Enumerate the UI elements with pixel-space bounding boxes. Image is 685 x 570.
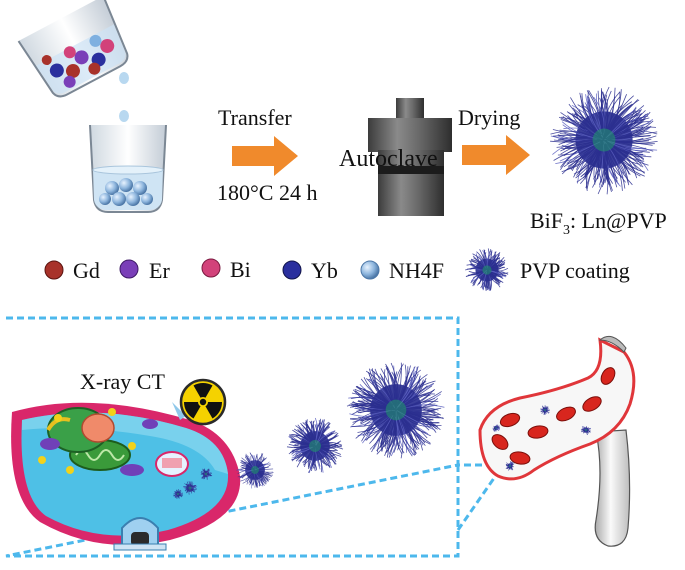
internalized-particle-3 xyxy=(173,489,184,499)
vessel-wall xyxy=(478,337,636,481)
legend-label-bi: Bi xyxy=(230,257,251,282)
product-label: BiF3: Ln@PVP xyxy=(530,208,667,238)
precursor-balls xyxy=(41,34,115,88)
legend-label-pvp: PVP coating xyxy=(520,258,630,283)
imaging-label: X-ray CT xyxy=(80,369,165,394)
circulating-particle-1 xyxy=(540,405,550,415)
transfer-arrow xyxy=(232,136,298,176)
legend-swatch-yb xyxy=(282,260,302,280)
endosome xyxy=(155,451,189,477)
condition-label: 180°C 24 h xyxy=(217,180,317,205)
x-ray-beam xyxy=(172,402,186,420)
cell xyxy=(11,402,241,551)
transfer-label: Transfer xyxy=(218,105,292,130)
legend: Gd Er Bi Yb NH4F PVP coating xyxy=(44,248,630,292)
autoclave-label: Autoclave xyxy=(339,146,438,172)
product-subscript: 3 xyxy=(563,223,570,238)
autoclave xyxy=(368,98,452,216)
internalized-particle-2 xyxy=(200,468,213,480)
legend-swatch-gd xyxy=(44,260,64,280)
legend-swatch-pvp xyxy=(465,248,509,292)
reaction-beaker xyxy=(89,124,167,213)
legend-swatch-bi xyxy=(201,258,221,278)
legend-swatch-er xyxy=(119,259,139,279)
internalized-particle-1 xyxy=(183,480,198,495)
product-suffix: : Ln@PVP xyxy=(570,208,667,233)
application-frame xyxy=(5,316,510,558)
circulating-particle-2 xyxy=(505,460,515,471)
nanoparticle-large xyxy=(346,362,445,459)
circulating-particle-3 xyxy=(580,425,591,436)
legend-label-nh4f: NH4F xyxy=(389,258,444,283)
drying-arrow xyxy=(462,135,530,175)
falling-drops xyxy=(119,72,129,122)
nanoparticle-medium xyxy=(286,417,344,474)
legend-label-er: Er xyxy=(149,258,170,283)
blood-vessel xyxy=(478,335,636,547)
product-nanoparticle xyxy=(550,86,658,195)
legend-label-yb: Yb xyxy=(311,258,338,283)
legend-label-gd: Gd xyxy=(73,258,100,283)
product-name: BiF xyxy=(530,208,563,233)
legend-swatch-nh4f xyxy=(360,260,380,280)
circulating-particle-4 xyxy=(492,424,501,432)
pouring-beaker xyxy=(17,0,129,98)
membrane-channel xyxy=(113,517,167,551)
drying-label: Drying xyxy=(458,105,520,130)
nanoparticle-small xyxy=(236,452,274,489)
radiation-trefoil-icon xyxy=(179,378,227,426)
